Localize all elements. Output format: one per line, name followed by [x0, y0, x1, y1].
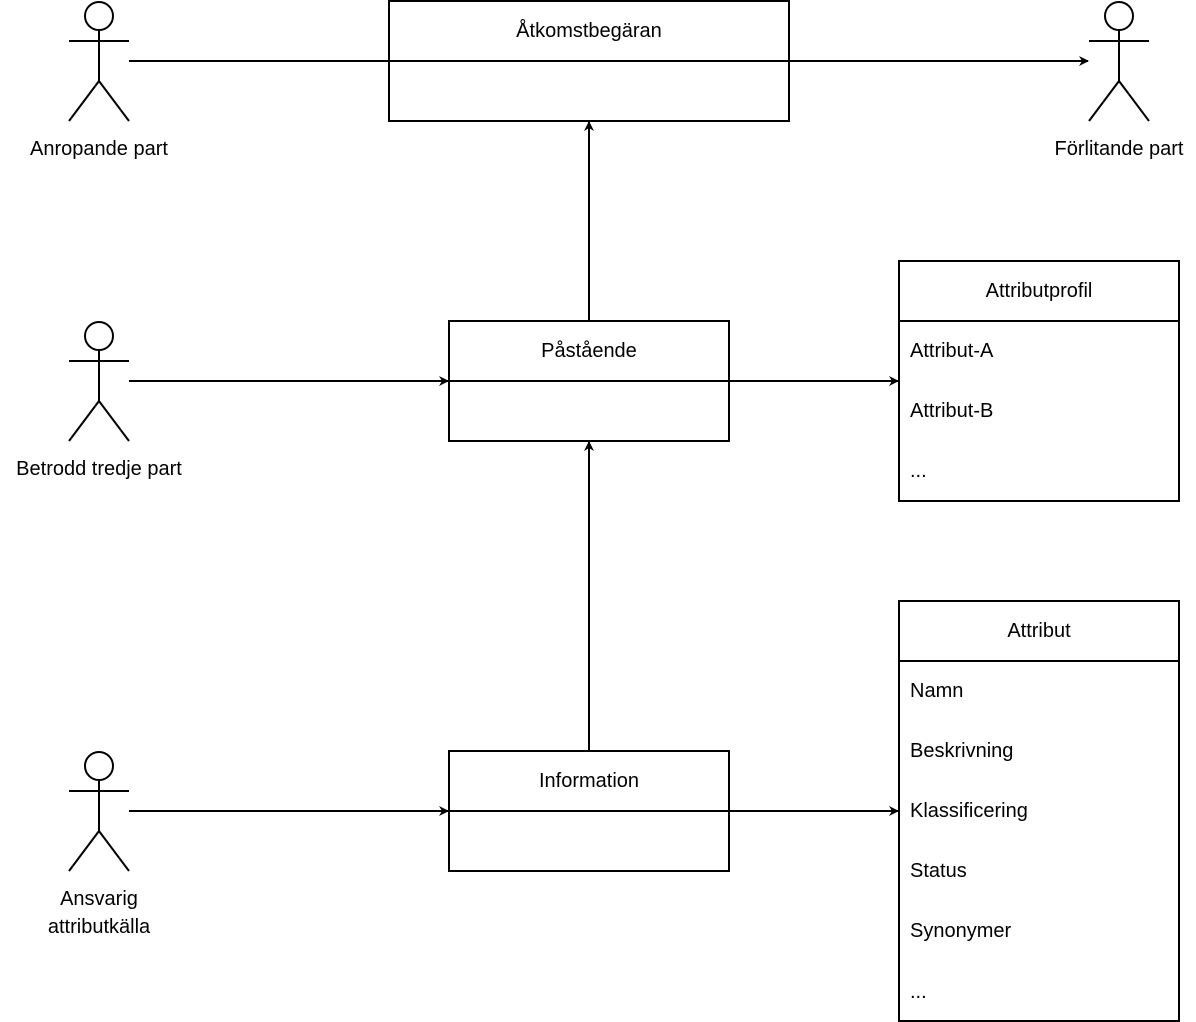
attribut-title: Attribut: [1007, 620, 1071, 642]
attribut-item: Klassificering: [910, 800, 1028, 822]
attribut-item: Synonymer: [910, 920, 1011, 942]
actor-label: Betrodd tredje part: [16, 458, 182, 480]
attribut-item: Beskrivning: [910, 740, 1013, 762]
atkomstbegaran-title: Åtkomstbegäran: [516, 19, 662, 42]
attributprofil-item: Attribut-B: [910, 400, 993, 422]
information-title: Information: [539, 770, 639, 792]
actor-label: attributkälla: [48, 916, 151, 938]
stick-figure-icon: [68, 321, 130, 442]
attributprofil-list[interactable]: Attributprofil Attribut-A Attribut-B ...: [898, 260, 1180, 502]
stick-figure-icon: [1088, 1, 1150, 122]
attributprofil-title: Attributprofil: [986, 280, 1093, 302]
actor-betrodd-tredje-part[interactable]: Betrodd tredje part: [16, 321, 182, 480]
attribut-item: Status: [910, 860, 967, 882]
actor-forlitande-part[interactable]: Förlitande part: [1055, 1, 1184, 160]
attribut-item: ...: [910, 981, 927, 1003]
attributprofil-item: Attribut-A: [910, 340, 994, 362]
pastaende-title: Påstående: [541, 340, 637, 362]
attributprofil-item: ...: [910, 460, 927, 482]
attribut-item: Namn: [910, 680, 963, 702]
actor-label: Förlitande part: [1055, 138, 1184, 160]
actor-label: Anropande part: [30, 138, 168, 160]
attribut-list[interactable]: Attribut Namn Beskrivning Klassificering…: [898, 600, 1180, 1022]
actor-label: Ansvarig: [60, 888, 138, 910]
stick-figure-icon: [68, 751, 130, 872]
actor-anropande-part[interactable]: Anropande part: [30, 1, 168, 160]
actor-ansvarig-attributkalla[interactable]: Ansvarig attributkälla: [48, 751, 151, 938]
stick-figure-icon: [68, 1, 130, 122]
